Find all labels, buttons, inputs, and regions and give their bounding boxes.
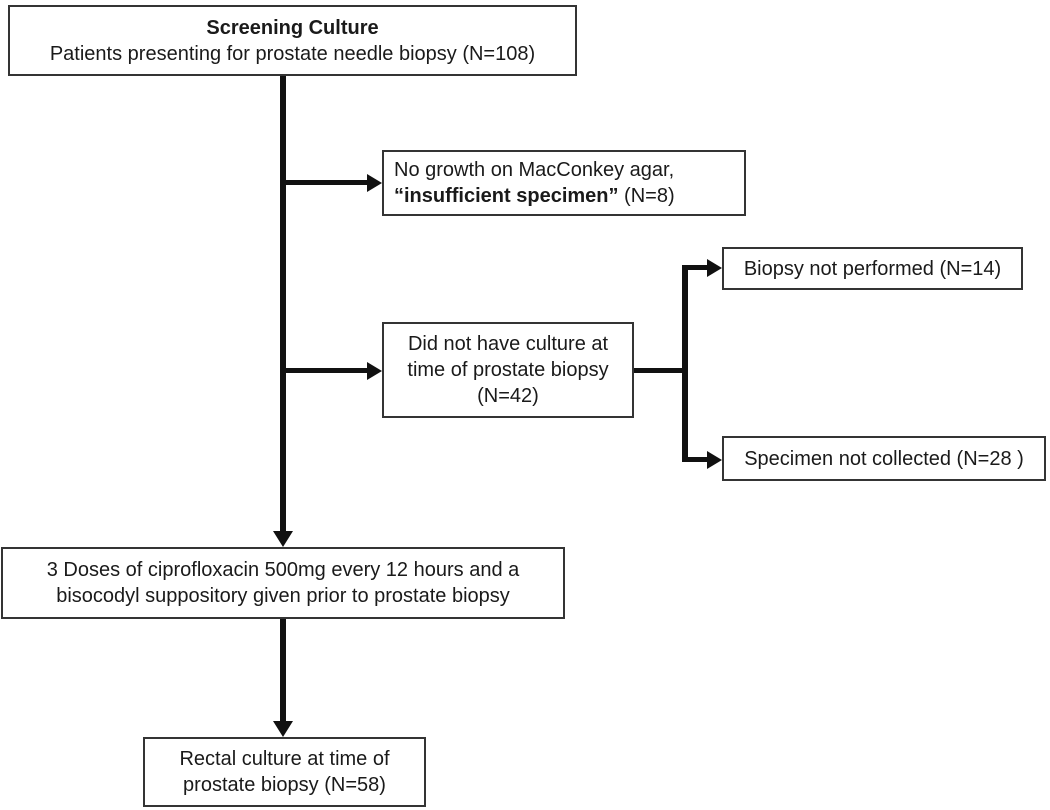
- biopsy-not-performed-label: Biopsy not performed (N=14): [743, 257, 1002, 280]
- no-culture-line3: (N=42): [477, 385, 539, 407]
- connector-spine: [280, 76, 286, 531]
- no-culture-line1: Did not have culture at: [407, 333, 609, 355]
- node-doses: 3 Doses of ciprofloxacin 500mg every 12 …: [1, 547, 565, 619]
- arrow-down-icon: [273, 721, 293, 737]
- connector-right-branch: [682, 265, 688, 462]
- specimen-not-collected-label: Specimen not collected (N=28 ): [744, 447, 1024, 470]
- arrow-right-icon: [707, 259, 722, 277]
- node-biopsy-not-performed: Biopsy not performed (N=14): [722, 247, 1023, 290]
- arrow-right-icon: [367, 174, 382, 192]
- arrow-down-icon: [273, 531, 293, 547]
- connector-to-specimen-not-collected: [685, 457, 707, 462]
- arrow-right-icon: [707, 451, 722, 469]
- connector-to-no-culture: [283, 368, 367, 373]
- connector-no-culture-out: [634, 368, 688, 373]
- no-growth-line2-rest: (N=8): [618, 185, 675, 207]
- connector-to-biopsy-not-performed: [685, 265, 707, 270]
- node-no-growth: No growth on MacConkey agar, “insufficie…: [382, 150, 746, 216]
- no-growth-line2: “insufficient specimen” (N=8): [394, 183, 675, 209]
- no-growth-line1: No growth on MacConkey agar,: [394, 159, 675, 181]
- rectal-culture-line2: prostate biopsy (N=58): [183, 774, 386, 796]
- rectal-culture-line1: Rectal culture at time of: [179, 748, 390, 770]
- doses-line2: bisocodyl suppository given prior to pro…: [56, 585, 510, 607]
- no-growth-line2-bold: “insufficient specimen”: [394, 185, 619, 207]
- node-specimen-not-collected: Specimen not collected (N=28 ): [722, 436, 1046, 481]
- node-no-culture: Did not have culture at time of prostate…: [382, 322, 634, 418]
- connector-to-no-growth: [283, 180, 367, 185]
- screening-subtitle: Patients presenting for prostate needle …: [49, 42, 536, 65]
- screening-title: Screening Culture: [206, 16, 379, 39]
- no-culture-line2: time of prostate biopsy: [407, 359, 609, 381]
- node-screening-culture: Screening Culture Patients presenting fo…: [8, 5, 577, 76]
- arrow-right-icon: [367, 362, 382, 380]
- node-rectal-culture: Rectal culture at time of prostate biops…: [143, 737, 426, 807]
- doses-line1: 3 Doses of ciprofloxacin 500mg every 12 …: [46, 559, 520, 581]
- connector-doses-to-rectal: [280, 619, 286, 721]
